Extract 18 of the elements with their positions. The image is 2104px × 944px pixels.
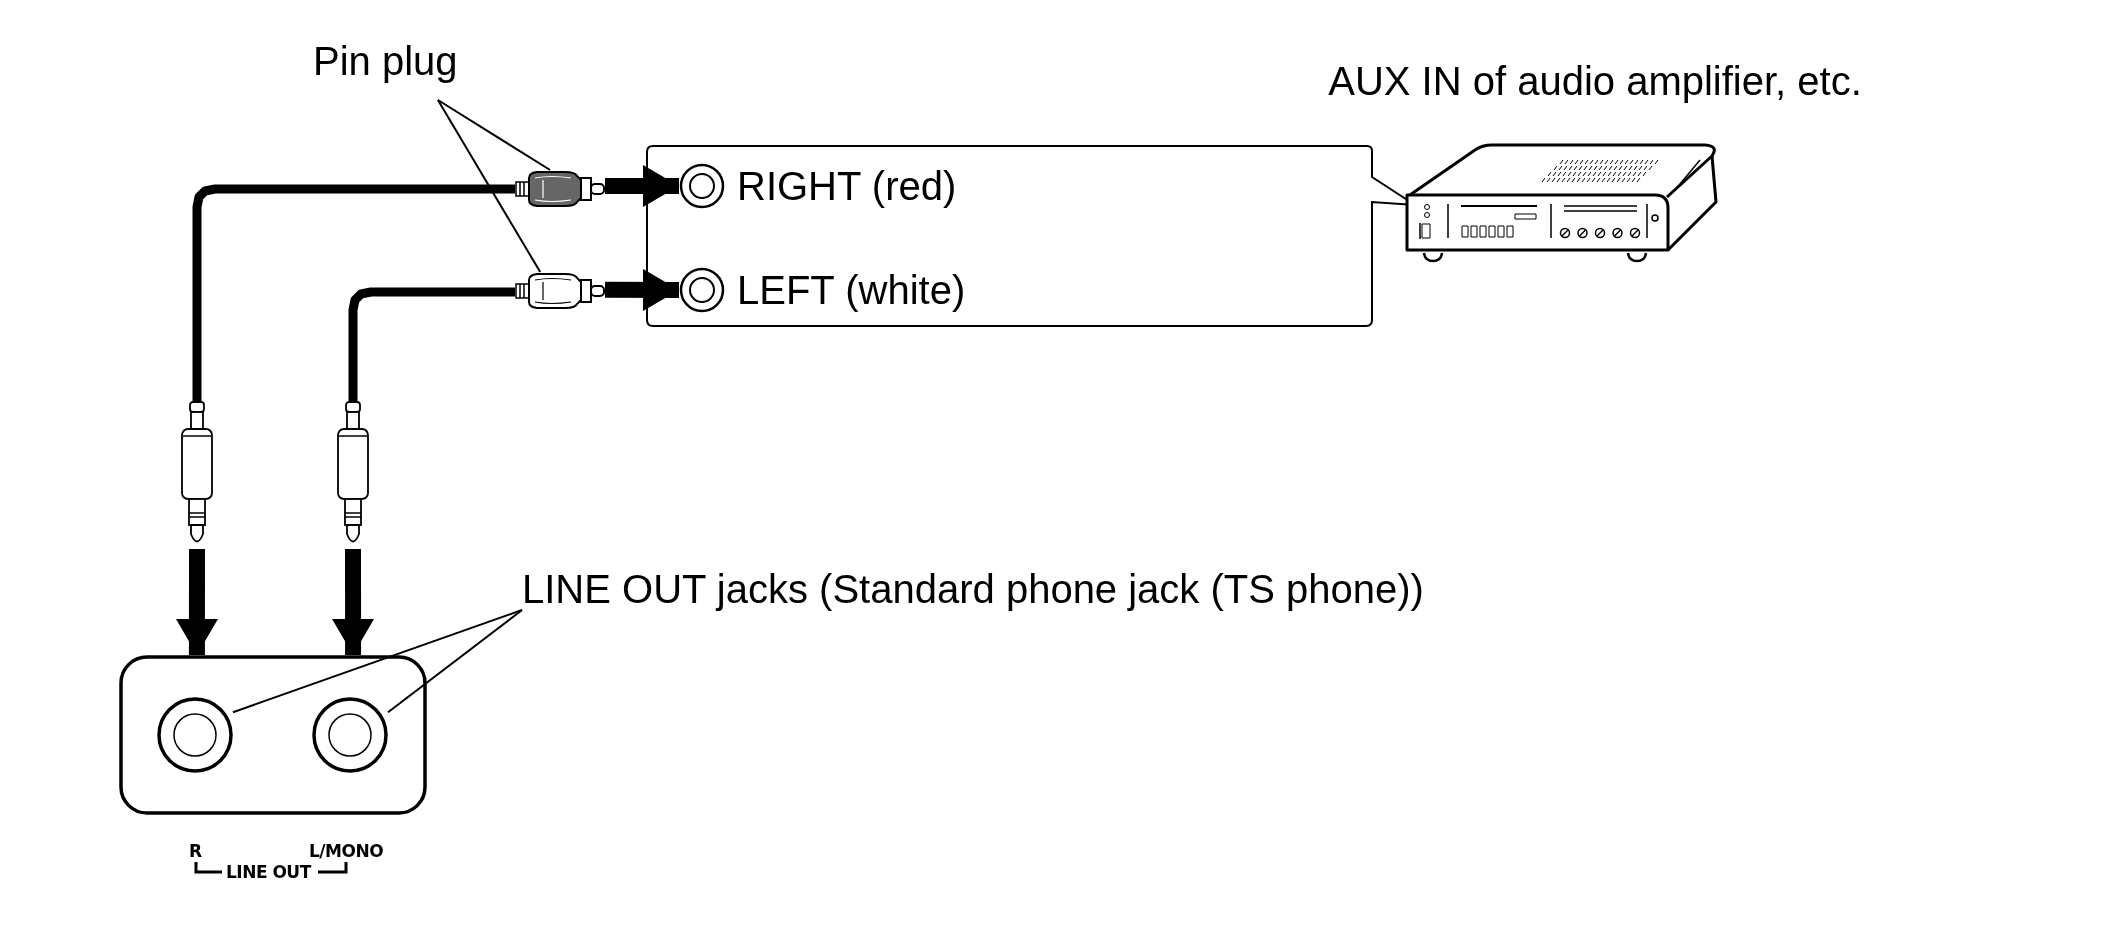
- callout-text: LINE OUT jacks (Standard phone jack (TS phone)): [522, 566, 1424, 612]
- leader-line: [387, 609, 523, 714]
- leader-line: [232, 609, 523, 714]
- cable: [348, 287, 515, 401]
- arrow: [332, 549, 375, 655]
- jack-label: RIGHT (red): [737, 163, 957, 209]
- arrow: [175, 549, 218, 656]
- jack-label: LEFT (white): [737, 267, 966, 313]
- panel-label: LINE OUT: [226, 862, 311, 882]
- leader-line: [436, 99, 542, 273]
- arrow: [604, 268, 680, 311]
- leader-line: [436, 99, 552, 171]
- callout-text: Pin plug: [313, 38, 458, 84]
- panel-label: L/MONO: [309, 841, 384, 861]
- panel-label: R: [189, 841, 202, 861]
- arrow: [605, 165, 679, 207]
- device-label: AUX IN of audio amplifier, etc.: [1327, 58, 1863, 104]
- cable: [192, 184, 515, 401]
